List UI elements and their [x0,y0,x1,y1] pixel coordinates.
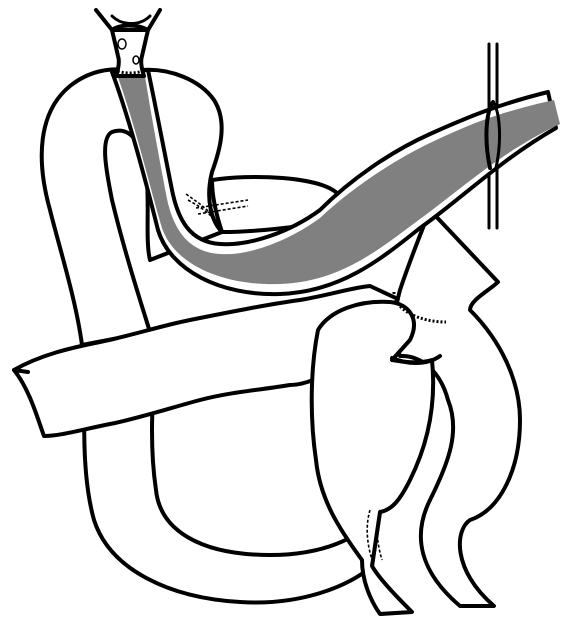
lumen-highlight-left [118,39,126,49]
esophagus-stump [96,10,160,76]
lumen-highlight-right [133,56,139,64]
